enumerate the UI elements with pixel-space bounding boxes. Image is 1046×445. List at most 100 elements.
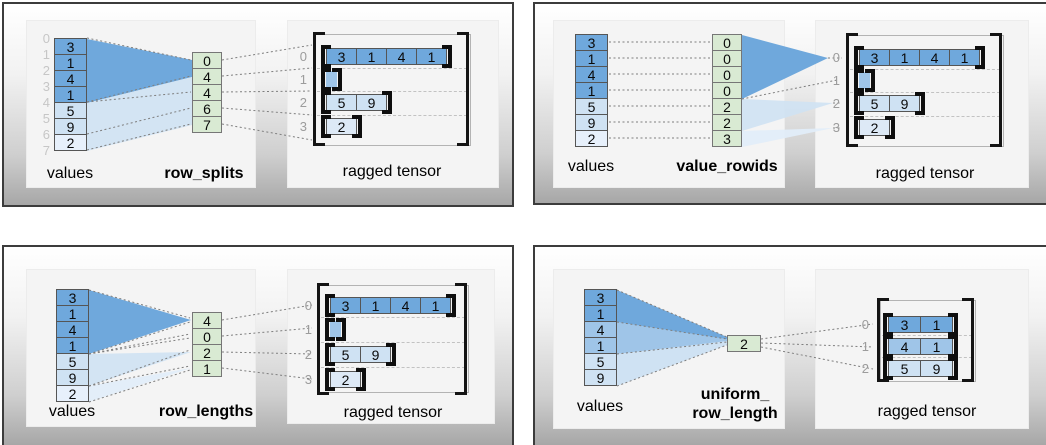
partition-label: uniform_ row_length (692, 386, 778, 422)
tensor-row: 5 9 (854, 92, 925, 115)
row-bracket-right (885, 116, 895, 139)
tensor-row: 5 9 (321, 91, 392, 114)
partition-cell: 4 (192, 68, 222, 85)
tensor-cell: 4 (386, 48, 417, 65)
value-cell: 3 (584, 289, 617, 306)
row-separator (321, 342, 465, 343)
empty-row-marker (326, 71, 337, 88)
values-label: values (576, 398, 624, 415)
values-index-label: 6 (42, 127, 50, 142)
row-bracket-left (321, 115, 331, 138)
tensor-cell: 1 (360, 297, 391, 314)
values-index-label: 2 (42, 63, 50, 78)
partition-cell: 6 (192, 100, 222, 117)
values-index-label: 7 (42, 143, 50, 158)
row-bracket-left (321, 68, 331, 91)
partition-label: row_splits (164, 165, 244, 182)
row-index-label: 1 (832, 73, 840, 88)
partition-cell: 0 (712, 66, 742, 83)
partition-cell: 3 (712, 130, 742, 147)
tensor-bracket-right (990, 33, 1002, 147)
tensor-row: 2 (321, 115, 362, 138)
empty-row-marker (330, 321, 341, 338)
tensor-label: ragged tensor (877, 403, 977, 420)
tensor-cell: 5 (859, 95, 890, 112)
tensor-label: ragged tensor (343, 404, 443, 421)
tensor-cell: 9 (920, 360, 953, 377)
row-bracket-left (854, 46, 864, 69)
values-index-label: 3 (42, 79, 50, 94)
row-bracket-left (854, 116, 864, 139)
tensor-cell: 1 (920, 338, 953, 355)
row-index-label: 2 (299, 95, 307, 110)
row-separator (850, 116, 1000, 117)
value-cell: 1 (56, 305, 89, 322)
row-bracket-left (883, 313, 893, 336)
row-bracket-left (325, 294, 335, 317)
values-index-label: 1 (42, 47, 50, 62)
values-label: values (48, 403, 96, 420)
partition-label: value_rowids (676, 158, 778, 175)
panel-uniform-row-length: 3 1 4 1 5 9 2 0 1 2 3 1 4 1 (533, 245, 1046, 445)
tensor-row: 5 9 (325, 343, 396, 366)
partition-cell: 2 (727, 335, 761, 352)
partition-label: row_lengths (158, 403, 254, 420)
values-label: values (46, 165, 94, 182)
tensor-cell: 4 (919, 49, 950, 66)
tensor-row-empty (325, 318, 346, 341)
tensor-label: ragged tensor (875, 165, 975, 182)
row-bracket-right (356, 368, 366, 391)
row-lengths-column: 4 0 2 1 (192, 312, 222, 377)
value-cell: 2 (575, 130, 608, 147)
row-index-label: 3 (299, 119, 307, 134)
value-cell: 1 (584, 305, 617, 322)
empty-row-marker (859, 72, 870, 89)
panel-row-splits: 0 1 2 3 4 5 6 7 3 1 4 1 5 9 2 0 4 4 6 7 … (2, 2, 514, 207)
value-cell: 1 (584, 337, 617, 354)
tensor-row: 3 1 4 1 (325, 294, 456, 317)
value-cell: 4 (575, 66, 608, 83)
values-column: 3 1 4 1 5 9 2 (575, 34, 608, 147)
partition-cell: 0 (192, 328, 222, 345)
row-index-label: 3 (832, 120, 840, 135)
value-cell: 1 (54, 86, 87, 103)
value-cell: 1 (575, 50, 608, 67)
tensor-cell: 9 (889, 95, 920, 112)
row-splits-column: 0 4 4 6 7 (192, 52, 222, 133)
partition-cell: 4 (192, 84, 222, 101)
value-cell: 5 (56, 353, 89, 370)
partition-cell: 2 (192, 344, 222, 361)
tensor-bracket-right (457, 32, 469, 146)
value-cell: 4 (56, 321, 89, 338)
row-bracket-right (948, 357, 958, 380)
tensor-row: 5 9 (883, 357, 958, 380)
value-cell: 4 (584, 321, 617, 338)
tensor-row-empty (321, 68, 342, 91)
panel-row-lengths: 3 1 4 1 5 9 2 4 0 2 1 0 1 2 3 3 1 4 1 (2, 245, 514, 445)
value-cell: 2 (54, 134, 87, 151)
row-index-label: 0 (832, 50, 840, 65)
tensor-cell: 1 (889, 49, 920, 66)
partition-cell: 0 (712, 34, 742, 51)
row-index-label: 2 (861, 361, 869, 376)
values-index-label: 0 (42, 31, 50, 46)
row-bracket-right (386, 343, 396, 366)
tensor-bracket-left (877, 298, 889, 382)
row-separator (882, 357, 972, 358)
partition-cell: 7 (192, 116, 222, 133)
tensor-bracket-right (962, 298, 974, 382)
row-bracket-right (948, 335, 958, 358)
tensor-cell: 1 (356, 48, 387, 65)
tensor-cell: 4 (390, 297, 421, 314)
row-bracket-right (948, 313, 958, 336)
row-separator (850, 69, 1000, 70)
row-separator (850, 92, 1000, 93)
tensor-cell: 1 (416, 48, 447, 65)
row-separator (317, 91, 467, 92)
tensor-cell: 3 (859, 49, 890, 66)
tensor-cell: 4 (888, 338, 921, 355)
values-column: 3 1 4 1 5 9 2 (56, 289, 89, 402)
tensor-cell: 9 (360, 346, 391, 363)
partition-cell: 4 (192, 312, 222, 329)
